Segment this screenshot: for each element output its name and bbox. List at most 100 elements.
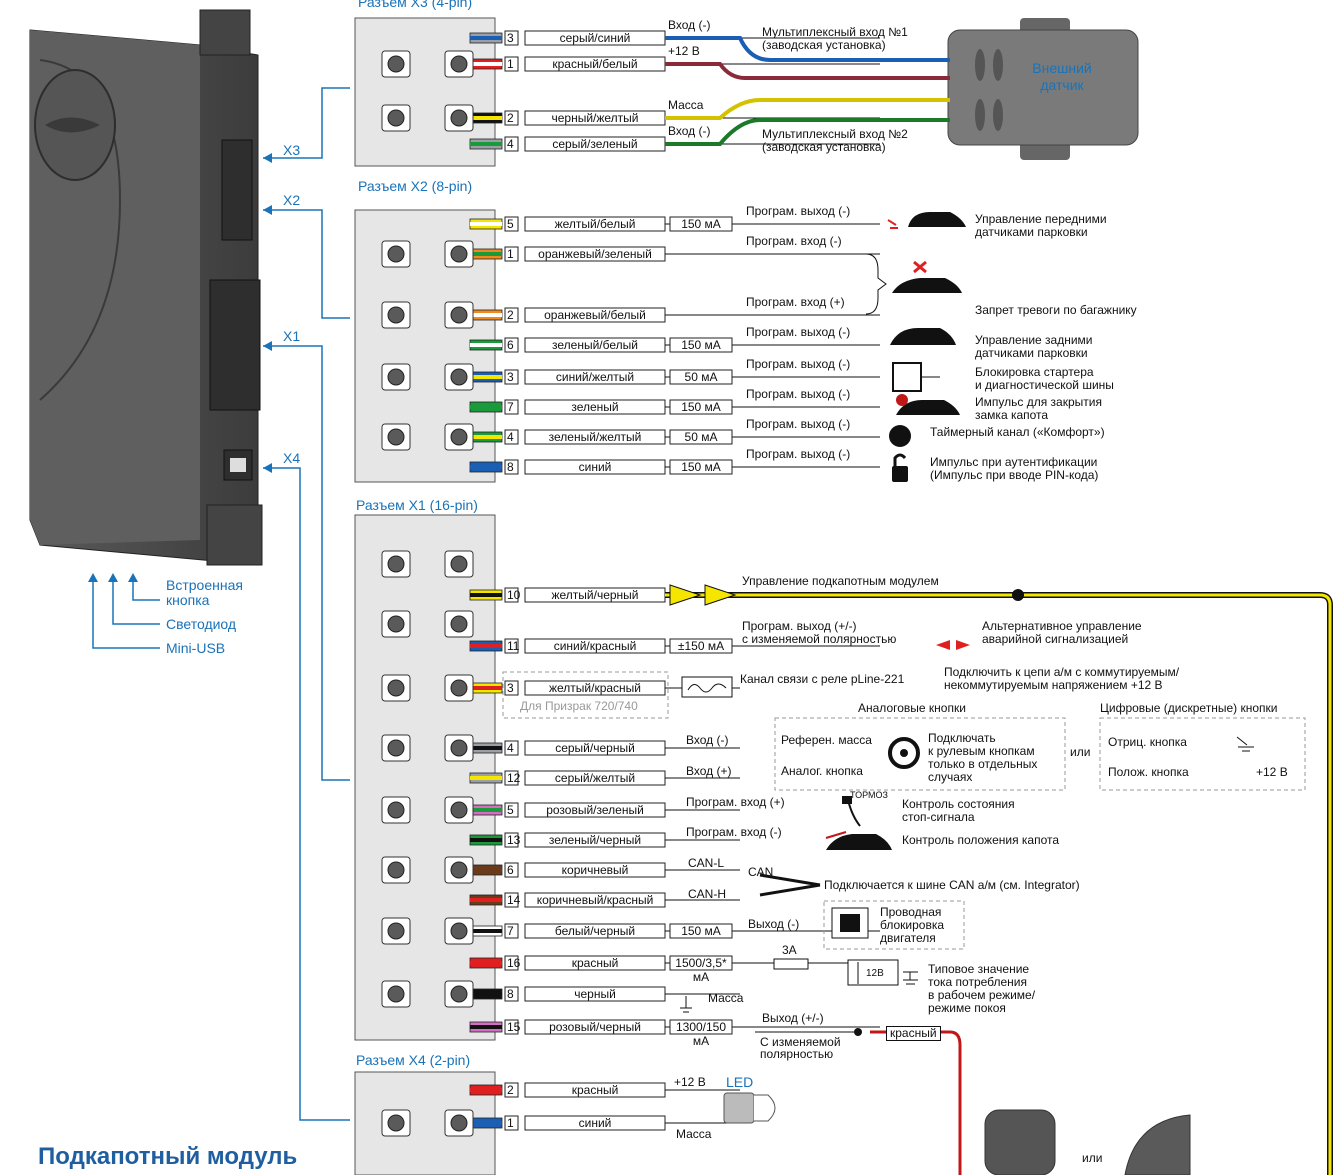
mux1-label: Мультиплексный вход №1: [762, 25, 908, 39]
imm-desc-1: Проводная: [880, 905, 942, 919]
signal-x3-4: Вход (-): [668, 124, 711, 138]
wire-x2-2: [469, 307, 880, 323]
neg-button-label: Отриц. кнопка: [1108, 735, 1187, 749]
pin-x2-2: 2: [507, 308, 514, 322]
terminal-x2-4: [381, 363, 411, 391]
terminal-x1-15: [444, 980, 474, 1008]
x1-15-signal: Выход (+/-): [762, 1011, 824, 1025]
steer-note-3: только в отдельных: [928, 757, 1038, 771]
pin-x2-6: 6: [507, 338, 514, 352]
sensor-label: Внешний датчик: [1032, 60, 1092, 93]
unit-x2-label: X2: [283, 192, 301, 208]
pin-x2-5: 5: [507, 217, 514, 231]
mux1b-label: (заводская установка): [762, 38, 886, 52]
desc-x2-2: Запрет тревоги по багажнику: [975, 303, 1137, 317]
wire-label-x1-5: розовый/зеленый: [546, 803, 644, 817]
wire-label-x1-7: белый/черный: [554, 924, 636, 938]
terminals: [381, 50, 474, 1137]
siren-wire-label: красный: [886, 1026, 941, 1041]
terminal-x1-12: [381, 917, 411, 945]
desc-x2-7: Импульс для закрытия: [975, 395, 1102, 409]
ground-symbols: [680, 736, 1254, 1013]
typ-note-1: Типовое значение: [928, 962, 1030, 976]
pin-x2-7: 7: [507, 400, 514, 414]
x1-5-signal: Програм. вход (+): [686, 795, 785, 809]
terminal-x1-10: [381, 856, 411, 884]
current-x2-7: 150 мА: [681, 400, 721, 414]
wire-label-x1-14: коричневый/красный: [536, 893, 654, 907]
digital-buttons-header: Цифровые (дискретные) кнопки: [1100, 701, 1278, 715]
wire-x1-11: [469, 638, 880, 654]
pin-x3-3: 3: [507, 31, 514, 45]
wire-x2-6: [469, 337, 880, 353]
x1-header: Разъем X1 (16-pin): [356, 497, 478, 513]
wire-x1-15: [469, 1019, 880, 1035]
hood-ctrl-desc: Контроль положения капота: [902, 833, 1060, 847]
terminal-x3-2: [381, 104, 411, 132]
terminal-x2-5: [444, 363, 474, 391]
desc2-x2-3: и диагностической шины: [975, 378, 1114, 392]
brake-label: ТОРМОЗ: [850, 790, 888, 800]
wire-x1-12: [469, 770, 740, 786]
desc-x2-3: Блокировка стартера: [975, 365, 1094, 379]
led-icon: [723, 1092, 776, 1124]
terminal-x2-3: [444, 301, 474, 329]
steer-note-2: к рулевым кнопкам: [928, 744, 1035, 758]
x1-12-signal: Вход (+): [686, 764, 732, 778]
terminal-x4-0: [381, 1109, 411, 1137]
current-x1-11: ±150 мА: [677, 639, 725, 653]
main-unit: [29, 9, 263, 566]
pin-x1-3: 3: [507, 681, 514, 695]
x1-7-signal: Выход (-): [748, 917, 800, 931]
terminal-x1-2: [381, 610, 411, 638]
immobilizer-icon: [823, 900, 965, 950]
current-x2-4: 50 мА: [684, 430, 718, 444]
can-h-label: CAN-H: [688, 887, 726, 901]
trunk-brace: [865, 253, 887, 315]
pin-x1-11: 11: [507, 639, 520, 653]
can-l-label: CAN-L: [688, 856, 725, 870]
brake-pedal-icon: [842, 796, 861, 827]
current-x1-7: 150 мА: [681, 924, 721, 938]
pin-x2-8: 8: [507, 460, 514, 474]
wire-label-x1-4: серый/черный: [555, 741, 635, 755]
analog-buttons-header: Аналоговые кнопки: [858, 701, 966, 715]
wire-label-x1-16: красный: [571, 956, 619, 970]
terminal-x1-14: [381, 980, 411, 1008]
unit-x4-label: X4: [283, 450, 301, 466]
terminal-x1-5: [444, 674, 474, 702]
signal-x2-4: Програм. выход (-): [746, 417, 851, 431]
desc2-x2-5: датчиками парковки: [975, 225, 1088, 239]
wire-label-x3-4: серый/зеленый: [552, 137, 638, 151]
imm-desc-2: блокировка: [880, 918, 945, 932]
wire-x2-3: [469, 369, 880, 385]
terminal-x2-7: [444, 423, 474, 451]
pin-x1-8: 8: [507, 987, 514, 1001]
wave-icon: [681, 676, 733, 698]
hood-module-wire: [665, 589, 1333, 1175]
x3-header: Разъем X3 (4-pin): [358, 0, 473, 10]
wire-label-x2-5: желтый/белый: [554, 217, 636, 231]
signal-x2-6: Програм. выход (-): [746, 325, 851, 339]
terminal-x1-9: [444, 796, 474, 824]
steer-note-1: Подключать: [928, 731, 996, 745]
wire-x4-2: [469, 1082, 740, 1098]
pin-x3-1: 1: [507, 57, 514, 71]
x4-12v: +12 В: [674, 1075, 706, 1089]
desc2-x2-7: замка капота: [975, 408, 1049, 422]
or-label: или: [1070, 745, 1091, 759]
x1-11-signal: Програм. выход (+/-): [742, 619, 857, 633]
wire-label-x2-2: оранжевый/белый: [544, 308, 646, 322]
pos-button-12v: +12 В: [1256, 765, 1288, 779]
fuse-icon: [773, 958, 809, 970]
mux2b-label: (заводская установка): [762, 140, 886, 154]
wire-label-x1-6: коричневый: [561, 863, 629, 877]
signal-x2-5: Програм. выход (-): [746, 204, 851, 218]
pline-desc: Подключить к цепи а/м с коммутируемым/: [944, 665, 1180, 679]
wires: [469, 30, 880, 1131]
wire-label-x3-1: красный/белый: [552, 57, 638, 71]
wire-x4-1: [469, 1115, 740, 1131]
pin-x1-14: 14: [507, 893, 521, 907]
wire-x2-7: [469, 399, 880, 415]
imm-desc-3: двигателя: [880, 931, 936, 945]
